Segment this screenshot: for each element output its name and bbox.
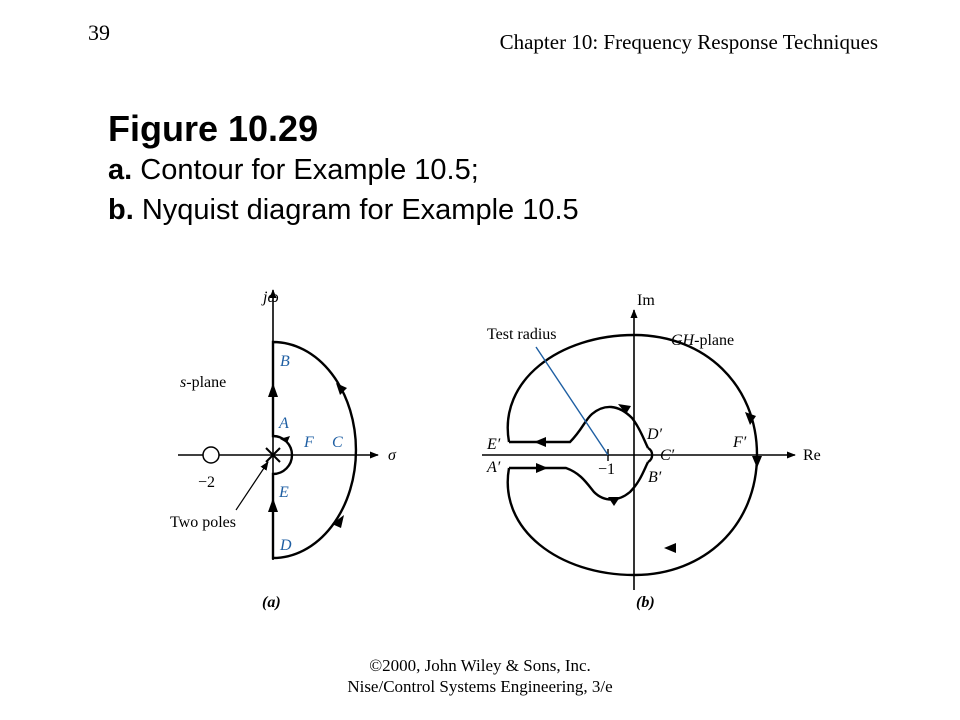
a-plane-label: s-plane [180, 374, 226, 391]
a-poles-label: Two poles [170, 514, 236, 531]
subtitle-b: b. Nyquist diagram for Example 10.5 [108, 190, 579, 230]
a-contour [271, 340, 358, 560]
a-point-D: D [279, 537, 292, 554]
a-arrow-up-lower [268, 498, 278, 512]
b-point-D: D′ [646, 426, 663, 443]
footer: ©2000, John Wiley & Sons, Inc. Nise/Cont… [0, 655, 960, 697]
page-number: 39 [88, 20, 110, 45]
a-real-axis-label: σ [388, 447, 397, 464]
a-zero-label: −2 [198, 474, 215, 491]
subtitle-a: a. Contour for Example 10.5; [108, 150, 579, 190]
b-arrow-inner-lower [536, 463, 548, 473]
b-contour-upper [506, 333, 759, 456]
a-arrow-indent [280, 436, 290, 443]
b-point-F: F′ [732, 434, 747, 451]
a-arrow-up-upper [268, 383, 278, 397]
a-imag-axis-label: jω [261, 289, 279, 306]
b-arrow-outer-re [752, 456, 762, 468]
b-test-radius-line [535, 346, 609, 456]
b-arrow-inner-upper [534, 437, 546, 447]
b-caption: (b) [636, 594, 655, 611]
subtitle-a-text: Contour for Example 10.5; [132, 154, 479, 186]
b-point-A: A′ [486, 459, 501, 476]
b-imag-axis-label: Im [637, 292, 655, 309]
b-inner-upper [509, 405, 650, 449]
a-poles-pointer [235, 461, 269, 511]
a-point-C: C [332, 434, 343, 451]
figure-title: Figure 10.29 [108, 108, 319, 149]
a-point-F: F [303, 434, 314, 451]
subtitle-b-text: Nyquist diagram for Example 10.5 [133, 194, 579, 226]
b-inner-lower [509, 461, 650, 501]
diagram-a: jω σ s-plane −2 Two poles B A F C E D (a… [170, 289, 397, 611]
subtitle-b-letter: b. [108, 194, 134, 226]
a-plane-label-s: s [180, 374, 186, 391]
a-arrow-arc-upper [336, 383, 347, 395]
diagram-b: Im Re GH-plane Test radius −1 E′ A′ D′ C… [482, 292, 821, 611]
a-caption: (a) [262, 594, 281, 611]
b-test-radius-label: Test radius [487, 326, 557, 343]
chapter-title: Chapter 10: Frequency Response Technique… [499, 30, 878, 54]
b-arrow-inner-bottom [608, 497, 620, 506]
a-point-A: A [278, 415, 289, 432]
b-minus-one-label: −1 [598, 461, 615, 478]
b-arrow-outer-upper [745, 412, 756, 425]
footer-copyright: ©2000, John Wiley & Sons, Inc. [369, 656, 591, 675]
b-plane-label-rest: -plane [694, 332, 734, 349]
footer-source: Nise/Control Systems Engineering, 3/e [347, 677, 613, 696]
b-contour-lower [506, 454, 759, 577]
a-point-B: B [280, 353, 290, 370]
b-plane-label: GH-plane [671, 332, 734, 349]
a-point-E: E [278, 484, 289, 501]
a-plane-label-rest: -plane [186, 374, 226, 391]
subtitle-a-letter: a. [108, 154, 133, 186]
b-arrow-inner-top [618, 404, 631, 414]
title-block: Figure 10.29 a. Contour for Example 10.5… [108, 108, 579, 230]
b-plane-label-gh: GH [671, 332, 696, 349]
b-real-axis-label: Re [803, 447, 821, 464]
a-poles-marker [265, 447, 281, 463]
a-arrow-arc-lower [332, 515, 344, 528]
b-point-B: B′ [648, 469, 662, 486]
b-small-indent [647, 446, 654, 464]
b-arrow-outer-bottom [664, 543, 676, 553]
a-zero-marker [202, 446, 220, 464]
b-point-C: C′ [660, 447, 675, 464]
b-point-E: E′ [486, 436, 501, 453]
